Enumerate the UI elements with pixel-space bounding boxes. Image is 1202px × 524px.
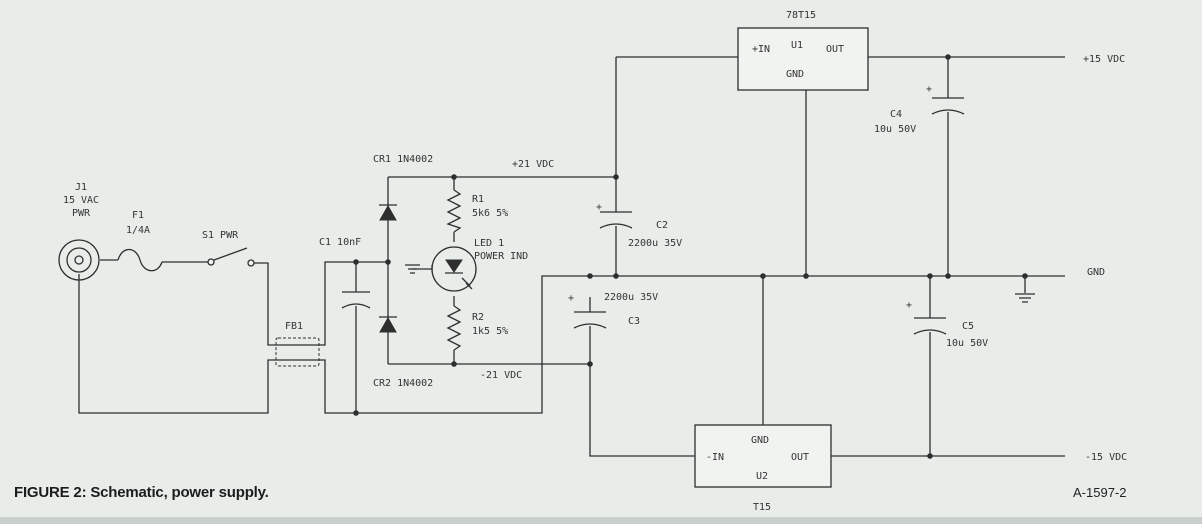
c2-value: 2200u 35V xyxy=(628,238,682,249)
wire-return-gnd xyxy=(78,274,1065,414)
figure-id: A-1597-2 xyxy=(1073,485,1127,500)
s1-label: S1 PWR xyxy=(202,230,239,241)
c4-value: 10u 50V xyxy=(874,124,916,135)
j1-desc-pwr: PWR xyxy=(72,208,91,219)
c3-value: 2200u 35V xyxy=(604,292,658,303)
u1-in-pin: +IN xyxy=(752,44,770,55)
j1-ref: J1 xyxy=(75,182,87,193)
c2-capacitor-symbol xyxy=(599,211,633,229)
s1-switch-symbol xyxy=(207,247,255,267)
c4-capacitor-symbol xyxy=(931,97,965,115)
u2-ref: U2 xyxy=(756,471,768,482)
led1-desc: POWER IND xyxy=(474,251,528,262)
u2-regulator-box xyxy=(694,424,832,488)
net-pos21-label: +21 VDC xyxy=(512,159,554,170)
r2-resistor-symbol xyxy=(446,305,462,351)
net-gnd-label: GND xyxy=(1087,267,1105,278)
r2-value: 1k5 5% xyxy=(472,326,508,337)
cr1-label: CR1 1N4002 xyxy=(373,154,433,165)
f1-fuse-symbol xyxy=(117,248,163,272)
cr2-diode-symbol xyxy=(379,316,397,333)
page-edge xyxy=(0,517,1202,524)
j1-desc-voltage: 15 VAC xyxy=(63,195,99,206)
r1-value: 5k6 5% xyxy=(472,208,508,219)
c3-polarity: + xyxy=(568,293,574,304)
fb1-ref: FB1 xyxy=(285,321,303,332)
wire-switch-bridge xyxy=(252,261,388,346)
c1-capacitor-symbol xyxy=(341,291,371,309)
net-pos15-label: +15 VDC xyxy=(1083,54,1125,65)
wire-c3-u2in xyxy=(589,297,695,457)
u1-out-pin: OUT xyxy=(826,44,844,55)
wires xyxy=(78,56,1065,457)
led1-ref: LED 1 xyxy=(474,238,504,249)
r1-resistor-symbol xyxy=(446,189,462,233)
u2-part: T15 xyxy=(753,502,771,513)
cr1-diode-symbol xyxy=(379,204,397,221)
f1-value: 1/4A xyxy=(126,225,150,236)
net-neg15-label: -15 VDC xyxy=(1085,452,1127,463)
c5-capacitor-symbol xyxy=(913,317,947,335)
c3-capacitor-symbol xyxy=(573,311,607,329)
u1-ref: U1 xyxy=(791,40,803,51)
r2-ref: R2 xyxy=(472,312,484,323)
u1-regulator-box xyxy=(737,27,869,91)
c2-ref: C2 xyxy=(656,220,668,231)
c5-value: 10u 50V xyxy=(946,338,988,349)
led1-symbol xyxy=(405,246,477,292)
u2-gnd-pin: GND xyxy=(751,435,769,446)
figure-caption: FIGURE 2: Schematic, power supply. xyxy=(14,484,269,501)
c1-label: C1 10nF xyxy=(319,237,361,248)
junction-dots xyxy=(353,54,1028,459)
c4-polarity: + xyxy=(926,84,932,95)
c2-polarity: + xyxy=(596,202,602,213)
c3-ref: C3 xyxy=(628,316,640,327)
fb1-ferrite-bead xyxy=(275,337,320,367)
cr2-label: CR2 1N4002 xyxy=(373,378,433,389)
net-neg21-label: -21 VDC xyxy=(480,370,522,381)
f1-ref: F1 xyxy=(132,210,144,221)
j1-jack-symbol xyxy=(58,239,100,281)
c4-ref: C4 xyxy=(890,109,902,120)
u2-out-pin: OUT xyxy=(791,452,809,463)
ground-symbol xyxy=(1015,293,1035,303)
u1-gnd-pin: GND xyxy=(786,69,804,80)
u1-part: 78T15 xyxy=(786,10,816,21)
u2-in-pin: -IN xyxy=(706,452,724,463)
c5-polarity: + xyxy=(906,300,912,311)
c5-ref: C5 xyxy=(962,321,974,332)
r1-ref: R1 xyxy=(472,194,484,205)
